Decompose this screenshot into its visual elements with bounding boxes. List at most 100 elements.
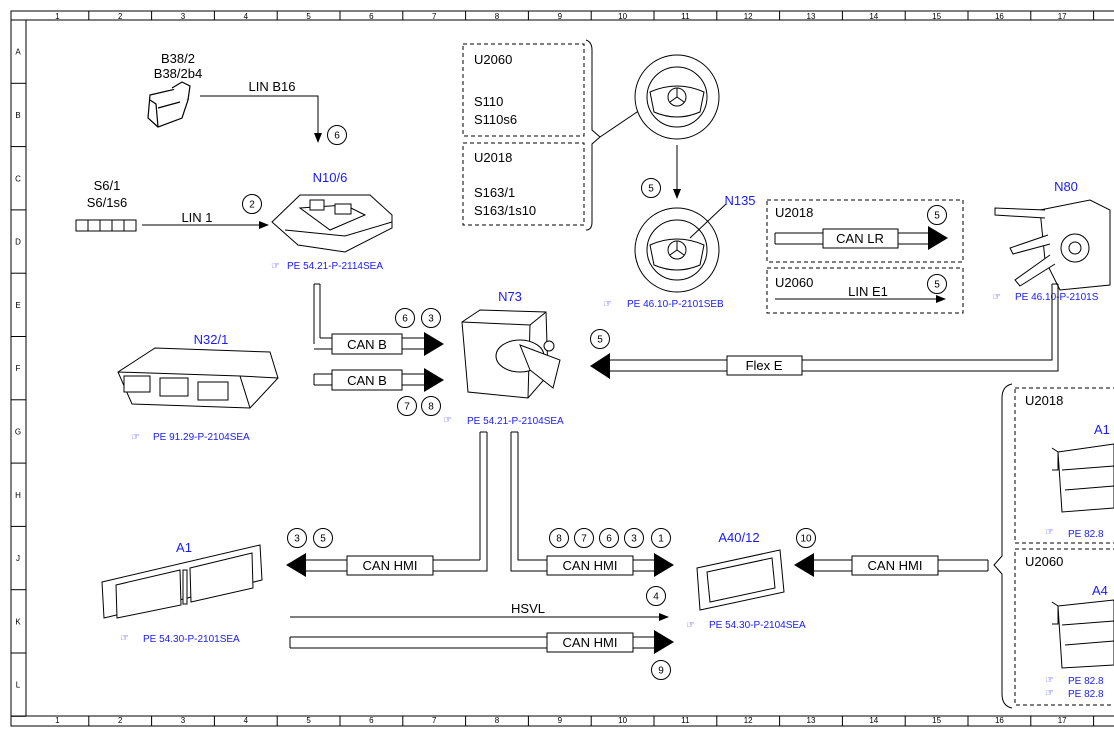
n80-ref[interactable]: PE 46.10-P-2101S — [1015, 292, 1099, 303]
signal-can-hmi-right: CAN HMI — [794, 553, 989, 577]
variant-box-u2060: U2060 S110 S110s6 — [462, 43, 585, 137]
module-icon-a-bottom — [1051, 599, 1114, 669]
callout-circle — [927, 205, 947, 225]
callout-text: 1 — [658, 534, 664, 545]
u2018-line1: S163/1 — [474, 185, 515, 200]
can-lr-box-code: U2018 — [775, 205, 813, 220]
callout-text: 3 — [428, 314, 434, 325]
grid-col-label: 2 — [118, 716, 123, 725]
grid-col-label: 3 — [181, 716, 186, 725]
callout-text: 6 — [334, 131, 340, 142]
b38-sensor[interactable]: B38/2 B38/2b4 — [147, 51, 202, 128]
steering-column-module-icon — [994, 199, 1111, 291]
grid-col-label: 10 — [618, 12, 627, 21]
callout-number: 6 — [599, 528, 619, 548]
callout-text: 7 — [581, 534, 587, 545]
n80-module[interactable]: N80 ☞ PE 46.10-P-2101S — [992, 179, 1111, 303]
callout-number: 5 — [927, 205, 947, 225]
right-a-top-ref-icon: ☞ — [1045, 527, 1054, 538]
n10-6-ref[interactable]: PE 54.21-P-2114SEA — [287, 261, 383, 272]
a1-module[interactable]: A1 ☞ PE 54.30-P-2101SEA — [101, 540, 263, 645]
right-u2018-code: U2018 — [1025, 393, 1063, 408]
s6-label-1: S6/1 — [94, 178, 121, 193]
callout-circle — [646, 586, 666, 606]
callout-circle — [796, 528, 816, 548]
n10-6-module[interactable]: N10/6 ☞ PE 54.21-P-2114SEA — [271, 170, 393, 272]
lin-1-label: LIN 1 — [181, 210, 212, 225]
n135-ref[interactable]: PE 46.10-P-2101SEB — [627, 299, 724, 310]
callout-text: 7 — [404, 402, 410, 413]
grid-col-label: 7 — [432, 716, 437, 725]
a40-12-ref[interactable]: PE 54.30-P-2104SEA — [709, 620, 806, 631]
callout-text: 5 — [648, 184, 654, 195]
grid-row-label: D — [15, 238, 21, 247]
callout-text: 5 — [934, 280, 940, 291]
grid-col-label: 9 — [558, 12, 563, 21]
signal-can-hmi-left: CAN HMI — [286, 553, 434, 577]
n32-1-module[interactable]: N32/1 ☞ PE 91.29-P-2104SEA — [117, 332, 279, 443]
callout-circle — [651, 660, 671, 680]
callout-number: 9 — [651, 660, 671, 680]
n73-ref[interactable]: PE 54.21-P-2104SEA — [467, 416, 564, 427]
lin-e1-label: LIN E1 — [848, 284, 888, 299]
grid-row-label: J — [16, 554, 20, 563]
callout-number: 3 — [421, 308, 441, 328]
n80-label: N80 — [1054, 179, 1078, 194]
callout-number: 10 — [796, 528, 816, 548]
grid-col-label: 4 — [244, 12, 249, 21]
callout-text: 5 — [320, 534, 326, 545]
grid-row-label: E — [15, 301, 20, 310]
callout-text: 10 — [800, 534, 812, 545]
b38-label-1: B38/2 — [161, 51, 195, 66]
callout-circle — [287, 528, 307, 548]
s6-switch[interactable]: S6/1 S6/1s6 — [75, 178, 137, 232]
hsvl-label: HSVL — [511, 601, 545, 616]
right-a-bottom-ref-icon-1: ☞ — [1045, 675, 1054, 686]
callout-number: 5 — [641, 178, 661, 198]
callout-number: 7 — [574, 528, 594, 548]
grid-col-label: 16 — [995, 716, 1004, 725]
n10-6-label: N10/6 — [313, 170, 348, 185]
right-a-bottom-ref-1[interactable]: PE 82.8 — [1068, 676, 1104, 687]
grid-col-label: 1 — [55, 716, 60, 725]
callout-text: 9 — [658, 666, 664, 677]
grid-col-label: 14 — [869, 12, 878, 21]
drawing-frame — [10, 10, 1114, 727]
grid-col-label: 12 — [744, 12, 753, 21]
n32-1-ref-icon: ☞ — [131, 432, 140, 443]
right-a-bottom-ref-2[interactable]: PE 82.8 — [1068, 689, 1104, 700]
grid-row-label: C — [15, 174, 21, 183]
right-a-bottom-label: A4 — [1092, 583, 1108, 598]
n32-1-ref[interactable]: PE 91.29-P-2104SEA — [153, 432, 250, 443]
right-a-top-ref[interactable]: PE 82.8 — [1068, 529, 1104, 540]
sensor-icon — [147, 81, 191, 128]
grid-col-label: 6 — [369, 12, 374, 21]
u2018-code: U2018 — [474, 150, 512, 165]
grid-col-label: 11 — [681, 12, 690, 21]
grid-ticks — [11, 11, 1095, 726]
callout-text: 5 — [597, 335, 603, 346]
display-icon — [101, 544, 263, 619]
module-icon-a-top — [1051, 443, 1114, 513]
n135-module[interactable]: N135 ☞ PE 46.10-P-2101SEB — [603, 193, 756, 310]
callout-number: 8 — [549, 528, 569, 548]
n32-1-label: N32/1 — [194, 332, 229, 347]
can-hmi-bottom-label: CAN HMI — [563, 635, 618, 650]
callout-number: 7 — [397, 396, 417, 416]
grid-col-label: 3 — [181, 12, 186, 21]
a40-12-ref-icon: ☞ — [686, 620, 695, 631]
grid-row-label: K — [15, 617, 21, 626]
grid-col-label: 15 — [932, 716, 941, 725]
flex-e-label: Flex E — [746, 358, 783, 373]
n135-ref-icon: ☞ — [603, 299, 612, 310]
s6-label-2: S6/1s6 — [87, 195, 127, 210]
u2060-line2: S110s6 — [474, 112, 517, 127]
callout-number: 3 — [287, 528, 307, 548]
grid-col-label: 8 — [495, 12, 500, 21]
grid-col-label: 14 — [869, 716, 878, 725]
variant-box-right-u2018: U2018 A1 ☞ PE 82.8 — [1014, 387, 1114, 544]
n73-module[interactable]: N73 ☞ PE 54.21-P-2104SEA — [443, 289, 564, 427]
a40-12-module[interactable]: A40/12 ☞ PE 54.30-P-2104SEA — [686, 530, 806, 631]
a40-12-label: A40/12 — [718, 530, 759, 545]
a1-ref[interactable]: PE 54.30-P-2101SEA — [143, 634, 240, 645]
